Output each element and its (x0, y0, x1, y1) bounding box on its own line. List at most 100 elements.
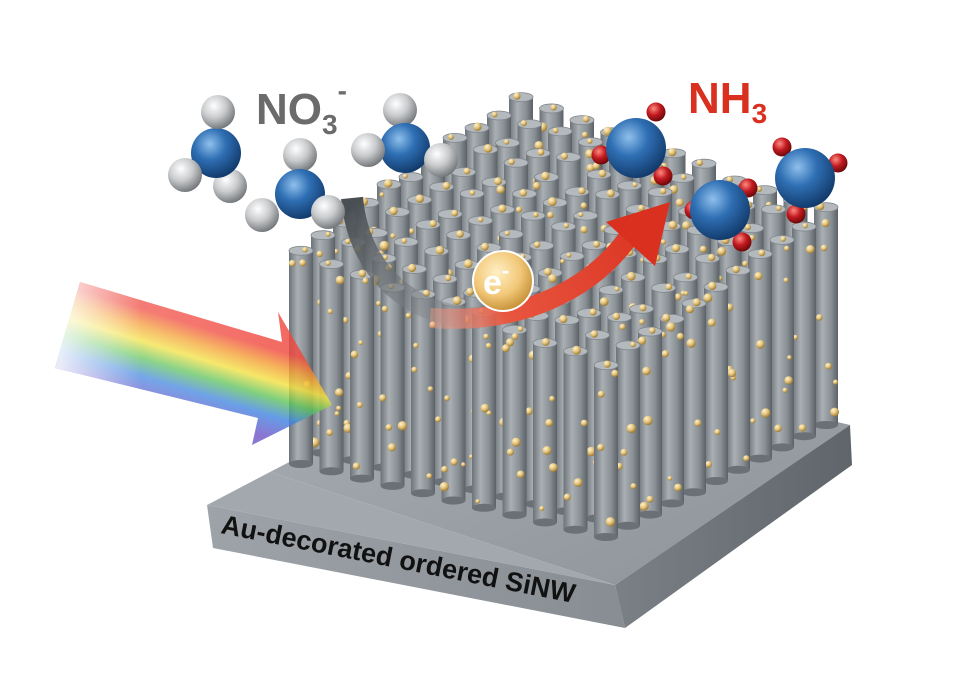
nanowire (532, 338, 558, 527)
gold-nanoparticle (732, 265, 740, 274)
gold-nanoparticle (782, 387, 788, 393)
nanowire (637, 326, 663, 519)
gold-nanoparticle (450, 458, 458, 466)
gold-nanoparticle (327, 308, 333, 314)
gold-nanoparticle (405, 312, 412, 319)
oxygen-atom (283, 138, 317, 172)
gold-nanoparticle (302, 246, 308, 253)
gold-nanoparticle (385, 424, 393, 431)
gold-nanoparticle (638, 336, 647, 345)
gold-nanoparticle (381, 305, 388, 312)
gold-nanoparticle (513, 92, 521, 100)
gold-nanoparticle (413, 342, 419, 349)
gold-nanoparticle (435, 245, 445, 255)
gold-nanoparticle (451, 209, 459, 217)
gold-nanoparticle (485, 342, 492, 349)
gold-nanoparticle (685, 273, 692, 280)
gold-nanoparticle (580, 225, 588, 234)
gold-nanoparticle (448, 134, 454, 140)
hydrogen-atom (591, 145, 611, 165)
gold-nanoparticle (830, 407, 839, 417)
gold-nanoparticle (580, 419, 588, 427)
gold-nanoparticle (676, 332, 684, 340)
gold-nanoparticle (682, 221, 691, 230)
gold-nanoparticle (288, 259, 296, 267)
gold-nanoparticle (335, 275, 345, 285)
oxygen-atom (383, 93, 417, 127)
gold-nanoparticle (415, 194, 425, 203)
gold-nanoparticle (696, 159, 703, 166)
gold-nanoparticle (545, 419, 553, 427)
gold-nanoparticle (541, 171, 550, 181)
gold-nanoparticle (515, 206, 523, 213)
gold-nanoparticle (358, 340, 364, 346)
gold-nanoparticle (614, 286, 620, 292)
gold-nanoparticle (707, 253, 716, 262)
gold-nanoparticle (643, 415, 653, 426)
gold-nanoparticle (560, 259, 565, 264)
gold-nanoparticle (390, 233, 396, 239)
gold-nanoparticle (475, 499, 480, 504)
gold-nanoparticle (756, 340, 765, 349)
nanowire (501, 324, 527, 520)
gold-nanoparticle (426, 473, 433, 479)
gold-nanoparticle (668, 148, 677, 157)
gold-nanoparticle (336, 405, 342, 411)
nanowire (439, 296, 466, 505)
gold-nanoparticle (692, 298, 701, 307)
gold-nanoparticle (441, 465, 448, 473)
gold-nanoparticle (539, 506, 545, 511)
gold-nanoparticle (642, 366, 651, 376)
gold-nanoparticle (537, 148, 545, 156)
gold-nanoparticle (580, 202, 587, 209)
gold-nanoparticle (506, 448, 514, 456)
hydrogen-atom (732, 232, 752, 252)
nanowire (703, 281, 729, 485)
gold-nanoparticle (397, 421, 408, 431)
product-label: NH3 (688, 74, 767, 129)
gold-nanoparticle (356, 401, 363, 408)
gold-nanoparticle (469, 190, 476, 196)
gold-nanoparticle (620, 448, 628, 456)
gold-nanoparticle (662, 313, 671, 322)
gold-nanoparticle (511, 333, 519, 340)
gold-nanoparticle (756, 186, 762, 192)
gold-nanoparticle (754, 272, 763, 280)
gold-nanoparticle (547, 211, 554, 219)
gold-nanoparticle (505, 338, 515, 347)
gold-nanoparticle (626, 423, 636, 434)
gold-nanoparticle (463, 259, 473, 269)
nitrogen-atom (191, 128, 241, 178)
gold-nanoparticle (705, 460, 712, 468)
gold-nanoparticle (402, 173, 408, 179)
gold-nanoparticle (534, 141, 544, 150)
gold-nanoparticle (597, 390, 605, 398)
gold-nanoparticle (660, 187, 667, 195)
gold-nanoparticle (680, 174, 687, 180)
nanowire (791, 221, 817, 441)
gold-nanoparticle (603, 360, 611, 368)
gold-nanoparticle (750, 418, 756, 424)
oxygen-atom (424, 143, 458, 177)
gold-nanoparticle (480, 403, 490, 413)
oxygen-atom (168, 158, 202, 192)
gold-nanoparticle (649, 327, 656, 334)
gold-nanoparticle (784, 376, 793, 385)
gold-nanoparticle (626, 271, 636, 281)
gold-nanoparticle (714, 429, 721, 435)
hydrogen-atom (828, 153, 848, 173)
gold-nanoparticle (508, 158, 515, 165)
nitrogen-atom (775, 148, 835, 208)
gold-nanoparticle (379, 394, 387, 402)
gold-nanoparticle (533, 241, 541, 248)
substrate-side-face (615, 425, 852, 628)
gold-nanoparticle (491, 111, 498, 118)
gold-nanoparticle (299, 259, 307, 267)
gold-nanoparticle (566, 252, 572, 258)
gold-nanoparticle (668, 220, 678, 230)
gold-nanoparticle (543, 267, 552, 276)
gold-nanoparticle (611, 369, 619, 377)
oxygen-atom (351, 133, 385, 167)
gold-nanoparticle (784, 245, 790, 252)
